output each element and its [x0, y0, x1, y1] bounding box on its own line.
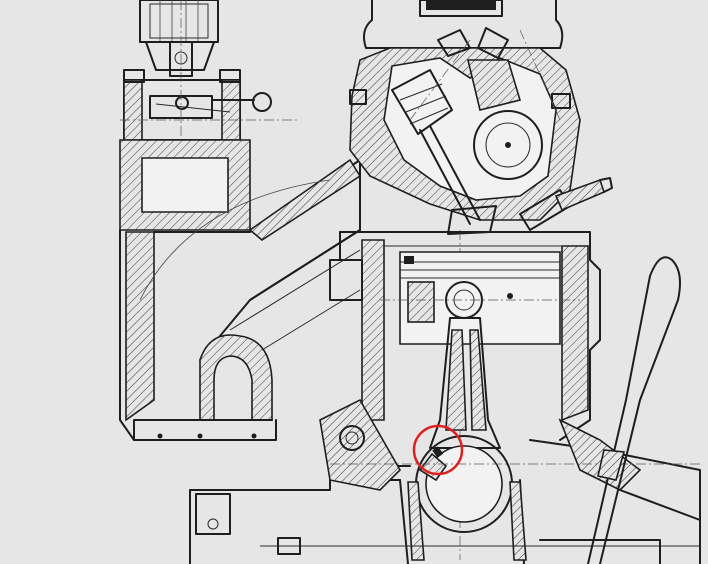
- piston: [380, 251, 580, 345]
- dipstick: [587, 256, 681, 564]
- highlight-marker: [412, 424, 464, 476]
- highlight-circle: [412, 424, 464, 476]
- spark-plug: [519, 177, 613, 231]
- cylinder-head-and-valve-gear: [349, 0, 581, 560]
- cylinder-block: [329, 231, 601, 467]
- intake-manifold: [119, 139, 362, 441]
- crankcase: [189, 398, 701, 564]
- oil-jet-mark: [432, 446, 444, 458]
- connecting-rod: [415, 317, 513, 533]
